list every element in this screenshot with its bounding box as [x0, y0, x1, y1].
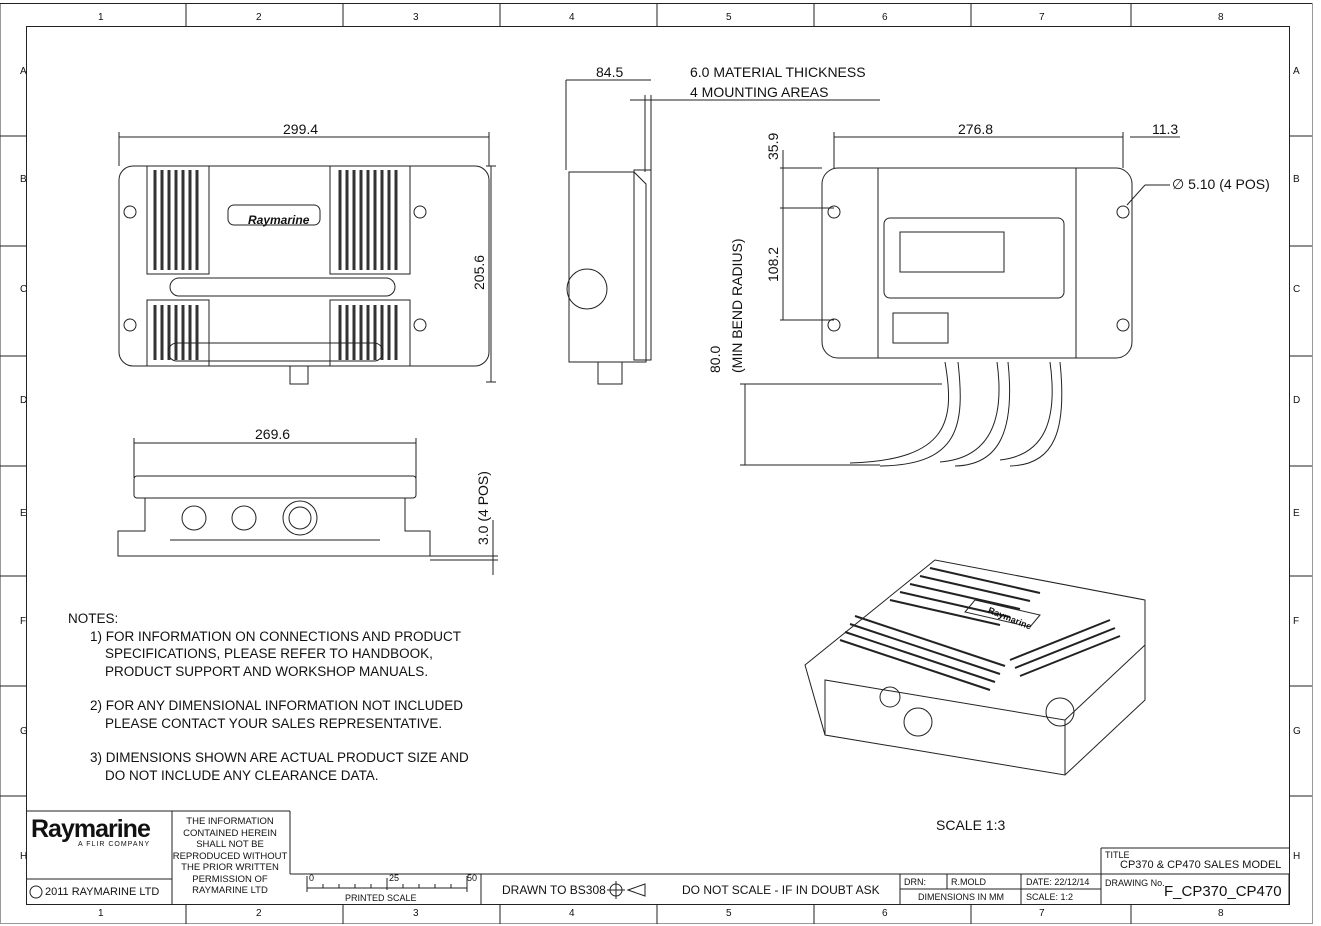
scale-tick-25: 25 [389, 873, 400, 883]
title-label: TITLE [1105, 850, 1130, 860]
drawn-to-standard: DRAWN TO BS308 [502, 883, 606, 897]
copyright: 2011 RAYMARINE LTD [45, 886, 160, 898]
scale-tick-0: 0 [309, 873, 315, 883]
note-item: 3) DIMENSIONS SHOWN ARE ACTUAL PRODUCT S… [90, 750, 469, 783]
column-label: 3 [413, 908, 419, 919]
note-item: 2) FOR ANY DIMENSIONAL INFORMATION NOT I… [90, 698, 464, 731]
column-label: 6 [882, 12, 888, 23]
notes-heading: NOTES: [68, 611, 119, 626]
do-not-scale-note: DO NOT SCALE - IF IN DOUBT ASK [682, 883, 880, 897]
column-label: 2 [256, 908, 262, 919]
drawing-scale: SCALE: 1:2 [1026, 892, 1074, 902]
column-label: 5 [726, 12, 732, 23]
row-label: H [1293, 851, 1301, 862]
drawing-title: CP370 & CP470 SALES MODEL [1120, 859, 1282, 871]
unit-brand-label: Raymarine [248, 213, 310, 227]
row-label: E [1293, 508, 1300, 519]
row-label: G [20, 726, 28, 737]
dim-front-height: 205.6 [471, 254, 487, 290]
column-label: 1 [98, 908, 104, 919]
notes: NOTES: 1) FOR INFORMATION ON CONNECTIONS … [68, 610, 469, 784]
printed-scale-label: PRINTED SCALE [345, 893, 417, 903]
row-label: C [1293, 284, 1301, 295]
drawing-date: DATE: 22/12/14 [1026, 877, 1090, 887]
row-label: F [20, 616, 27, 627]
dim-front-width: 299.4 [283, 121, 319, 137]
dimensions-unit: DIMENSIONS IN MM [918, 892, 1005, 902]
note-item: 1) FOR INFORMATION ON CONNECTIONS AND PR… [90, 628, 462, 679]
bottom-view [117, 438, 498, 575]
rear-view [740, 132, 1180, 467]
column-label: 7 [1039, 908, 1045, 919]
title-block-lines [26, 810, 1290, 904]
row-label: E [20, 508, 27, 519]
column-label: 2 [256, 12, 262, 23]
row-label: B [1293, 174, 1300, 185]
row-dividers [0, 135, 1312, 797]
dim-rear-edge-offset: 11.3 [1152, 121, 1179, 137]
front-view [118, 132, 496, 385]
row-label: D [20, 395, 28, 406]
dim-rear-hole-vertical: 108.2 [765, 246, 781, 282]
row-label: F [1293, 616, 1300, 627]
side-view [565, 79, 880, 385]
row-label: G [1293, 726, 1301, 737]
row-label: C [20, 284, 28, 295]
disclaimer: THE INFORMATION CONTAINED HEREIN SHALL N… [172, 816, 288, 896]
row-label: A [20, 66, 27, 77]
dim-bend-radius: 80.0 [707, 345, 723, 373]
column-label: 8 [1218, 908, 1224, 919]
raymarine-logo: Raymarine [31, 815, 151, 843]
column-label: 3 [413, 12, 419, 23]
dim-hole-diameter: ∅ 5.10 (4 POS) [1172, 176, 1270, 192]
column-label: 5 [726, 908, 732, 919]
row-label: B [20, 174, 27, 185]
dim-bottom-width: 269.6 [255, 426, 291, 442]
column-dividers [185, 3, 1132, 924]
dim-side-depth: 84.5 [596, 64, 624, 80]
isometric-view [804, 559, 1146, 776]
drawing-number-label: DRAWING No. [1105, 878, 1165, 888]
row-label: H [20, 851, 28, 862]
drawing-number: F_CP370_CP470 [1164, 883, 1282, 900]
column-label: 4 [569, 12, 575, 23]
dim-bend-radius-label: (MIN BEND RADIUS) [729, 238, 745, 373]
drawn-by-label: DRN: [904, 877, 926, 887]
iso-scale-label: SCALE 1:3 [936, 817, 1006, 833]
column-label: 6 [882, 908, 888, 919]
column-label: 4 [569, 908, 575, 919]
dim-mounting-areas: 4 MOUNTING AREAS [690, 84, 829, 100]
column-label: 7 [1039, 12, 1045, 23]
dim-rear-hole-spacing: 276.8 [958, 121, 994, 137]
column-label: 1 [98, 12, 104, 23]
row-label: D [1293, 395, 1301, 406]
row-label: A [1293, 66, 1300, 77]
drawn-by-value: R.MOLD [951, 877, 987, 887]
dim-material-thickness: 6.0 MATERIAL THICKNESS [690, 64, 866, 80]
dim-bottom-foot: 3.0 (4 POS) [475, 471, 491, 545]
dim-rear-top-offset: 35.9 [765, 132, 781, 160]
column-label: 8 [1218, 12, 1224, 23]
scale-tick-50: 50 [467, 873, 478, 883]
logo-subtitle: A FLIR COMPANY [78, 841, 151, 848]
